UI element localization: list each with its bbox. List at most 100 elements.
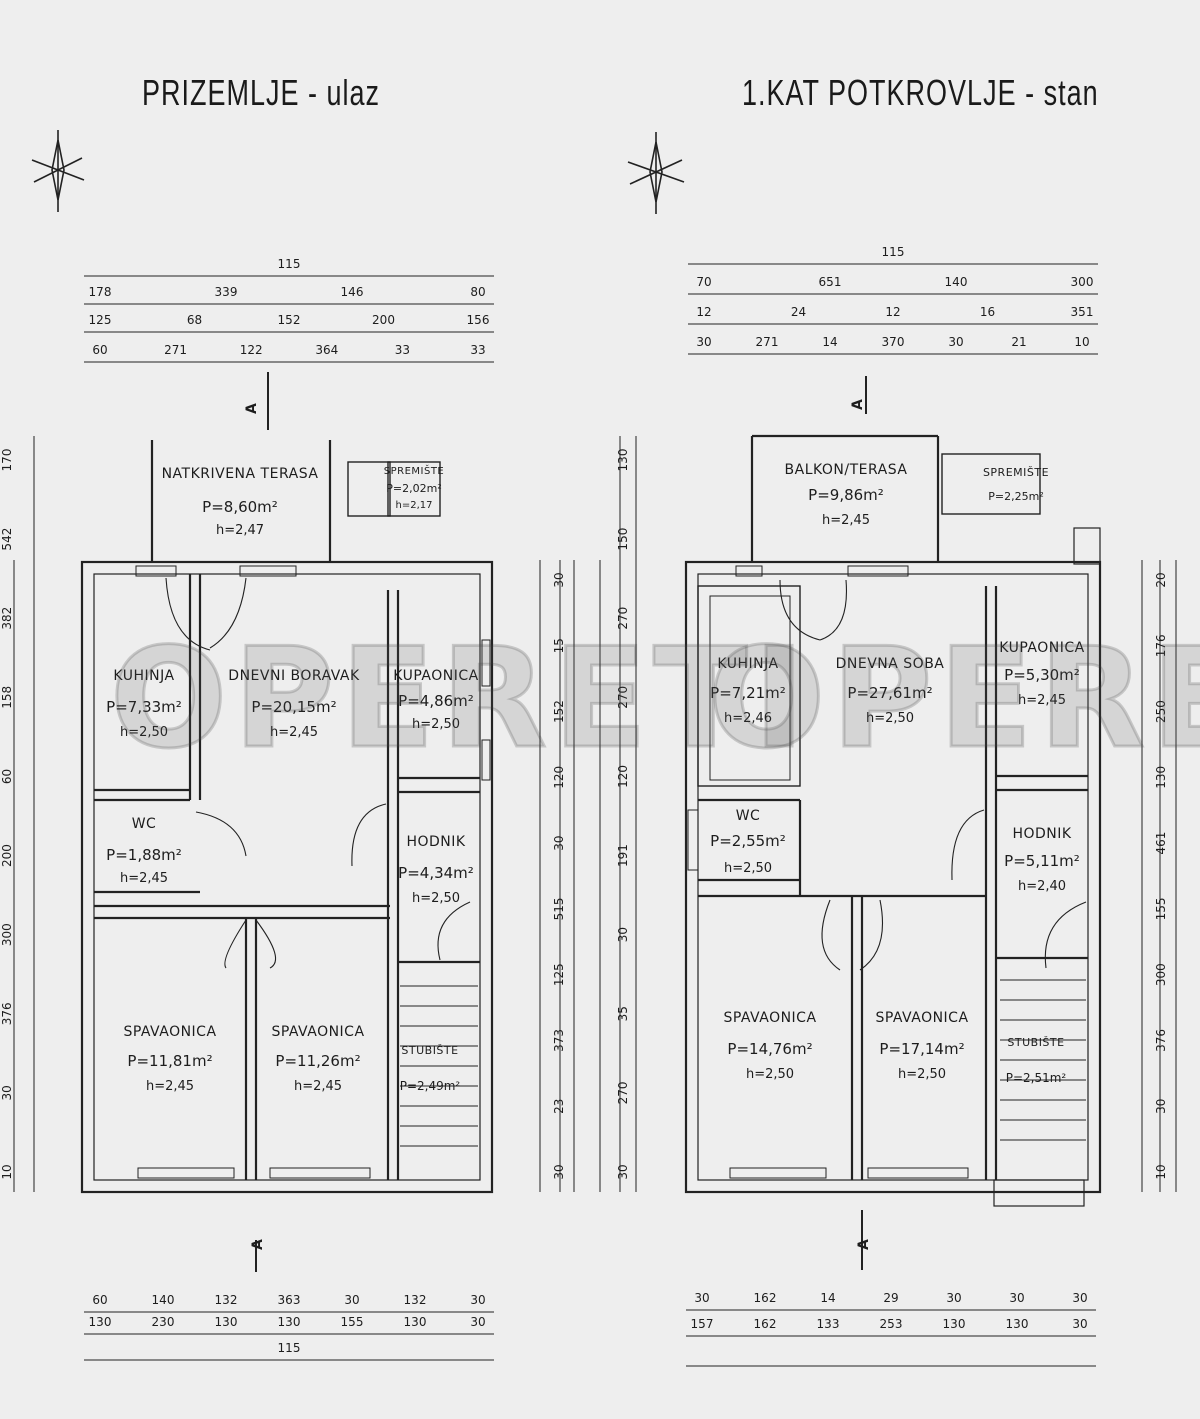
svg-text:P=4,34m²: P=4,34m²	[398, 864, 474, 882]
ground-floor-doors	[165, 577, 471, 969]
dimension-label: 30	[552, 835, 566, 850]
dimension-label: 176	[1154, 634, 1168, 657]
svg-text:NATKRIVENA TERASA: NATKRIVENA TERASA	[162, 466, 319, 482]
svg-text:DNEVNA SOBA: DNEVNA SOBA	[836, 656, 945, 672]
section-mark: A	[856, 1239, 872, 1250]
dimension-label: 10	[1074, 335, 1089, 349]
dimension-label: 30	[696, 335, 711, 349]
dimension-label: 30	[552, 1164, 566, 1179]
svg-text:h=2,47: h=2,47	[216, 523, 264, 538]
dimension-label: 30	[470, 1293, 485, 1307]
svg-text:P=2,55m²: P=2,55m²	[710, 832, 786, 850]
dimension-label: 115	[882, 245, 905, 259]
dimension-label: 133	[817, 1317, 840, 1331]
dimension-label: 16	[980, 305, 995, 319]
svg-text:HODNIK: HODNIK	[406, 834, 465, 850]
svg-text:P=7,21m²: P=7,21m²	[710, 684, 786, 702]
svg-text:h=2,50: h=2,50	[898, 1067, 946, 1082]
dimension-label: 162	[754, 1317, 777, 1331]
svg-text:h=2,50: h=2,50	[866, 711, 914, 726]
svg-text:KUHINJA: KUHINJA	[113, 668, 174, 684]
first-floor-stairs	[1000, 979, 1086, 1141]
dimension-label: 130	[278, 1315, 301, 1329]
dimension-label: 370	[882, 335, 905, 349]
dimension-label: 10	[1154, 1164, 1168, 1179]
svg-text:P=7,33m²: P=7,33m²	[106, 698, 182, 716]
dimension-label: 30	[1072, 1291, 1087, 1305]
svg-text:P=9,86m²: P=9,86m²	[808, 486, 884, 504]
dimension-label: 140	[945, 275, 968, 289]
svg-text:h=2,50: h=2,50	[724, 861, 772, 876]
dimension-label: 30	[344, 1293, 359, 1307]
dimension-label: 130	[1154, 766, 1168, 789]
dimension-label: 30	[1154, 1099, 1168, 1114]
dimension-label: 152	[552, 700, 566, 723]
svg-text:HODNIK: HODNIK	[1012, 826, 1071, 842]
dimension-label: 30	[1009, 1291, 1024, 1305]
svg-text:P=2,51m²: P=2,51m²	[1006, 1071, 1067, 1085]
dimension-label: 170	[0, 449, 14, 472]
dimension-label: 155	[1154, 897, 1168, 920]
svg-text:P=14,76m²: P=14,76m²	[727, 1040, 812, 1058]
dimension-label: 30	[470, 1315, 485, 1329]
dimension-label: 300	[1154, 963, 1168, 986]
dimension-label: 363	[278, 1293, 301, 1307]
watermark: OPERETI	[707, 617, 1200, 781]
dimension-label: 253	[880, 1317, 903, 1331]
dimension-label: 130	[943, 1317, 966, 1331]
dimension-label: 14	[822, 335, 837, 349]
svg-text:P=8,60m²: P=8,60m²	[202, 498, 278, 516]
dimension-label: 230	[152, 1315, 175, 1329]
section-mark: A	[250, 1239, 266, 1250]
dimension-label: 155	[341, 1315, 364, 1329]
svg-text:P=11,26m²: P=11,26m²	[275, 1052, 360, 1070]
svg-text:SPAVAONICA: SPAVAONICA	[875, 1010, 968, 1026]
svg-text:SPAVAONICA: SPAVAONICA	[271, 1024, 364, 1040]
watermark: OPERETI	[109, 617, 811, 781]
dimension-label: 157	[691, 1317, 714, 1331]
dimension-label: 130	[215, 1315, 238, 1329]
svg-text:h=2,45: h=2,45	[822, 513, 870, 528]
dimension-label: 270	[616, 607, 630, 630]
ground-floor-walls	[80, 440, 494, 1194]
section-lines	[255, 372, 867, 1272]
room-label: NATKRIVENA TERASA P=8,60m² h=2,47	[162, 466, 319, 538]
dimension-label: 80	[470, 285, 485, 299]
svg-text:P=11,81m²: P=11,81m²	[127, 1052, 212, 1070]
dimension-label: 14	[820, 1291, 835, 1305]
svg-text:WC: WC	[132, 816, 157, 832]
ground-floor-windows	[135, 565, 491, 1179]
dimension-label: 150	[616, 528, 630, 551]
svg-text:P=17,14m²: P=17,14m²	[879, 1040, 964, 1058]
dimension-label: 68	[187, 313, 202, 327]
svg-text:P=5,30m²: P=5,30m²	[1004, 666, 1080, 684]
dimension-label: 152	[278, 313, 301, 327]
svg-text:h=2,50: h=2,50	[412, 717, 460, 732]
room-label: DNEVNA SOBA P=27,61m² h=2,50	[836, 656, 945, 726]
north-arrow-icon	[627, 132, 685, 214]
svg-text:KUPAONICA: KUPAONICA	[999, 640, 1084, 656]
dimension-label: 30	[552, 572, 566, 587]
dimension-label: 651	[819, 275, 842, 289]
svg-text:P=27,61m²: P=27,61m²	[847, 684, 932, 702]
svg-text:STUBIŠTE: STUBIŠTE	[401, 1044, 458, 1057]
svg-text:h=2,46: h=2,46	[724, 711, 772, 726]
dimension-label: 29	[883, 1291, 898, 1305]
dimension-label: 146	[341, 285, 364, 299]
dimension-label: 60	[0, 769, 14, 784]
dimension-label: 130	[616, 449, 630, 472]
svg-text:DNEVNI BORAVAK: DNEVNI BORAVAK	[228, 668, 360, 684]
first-floor-walls	[684, 434, 1102, 1207]
north-arrow-icon	[31, 130, 85, 212]
plan-title-first-floor: 1.KAT POTKROVLJE - stan	[742, 72, 1099, 114]
